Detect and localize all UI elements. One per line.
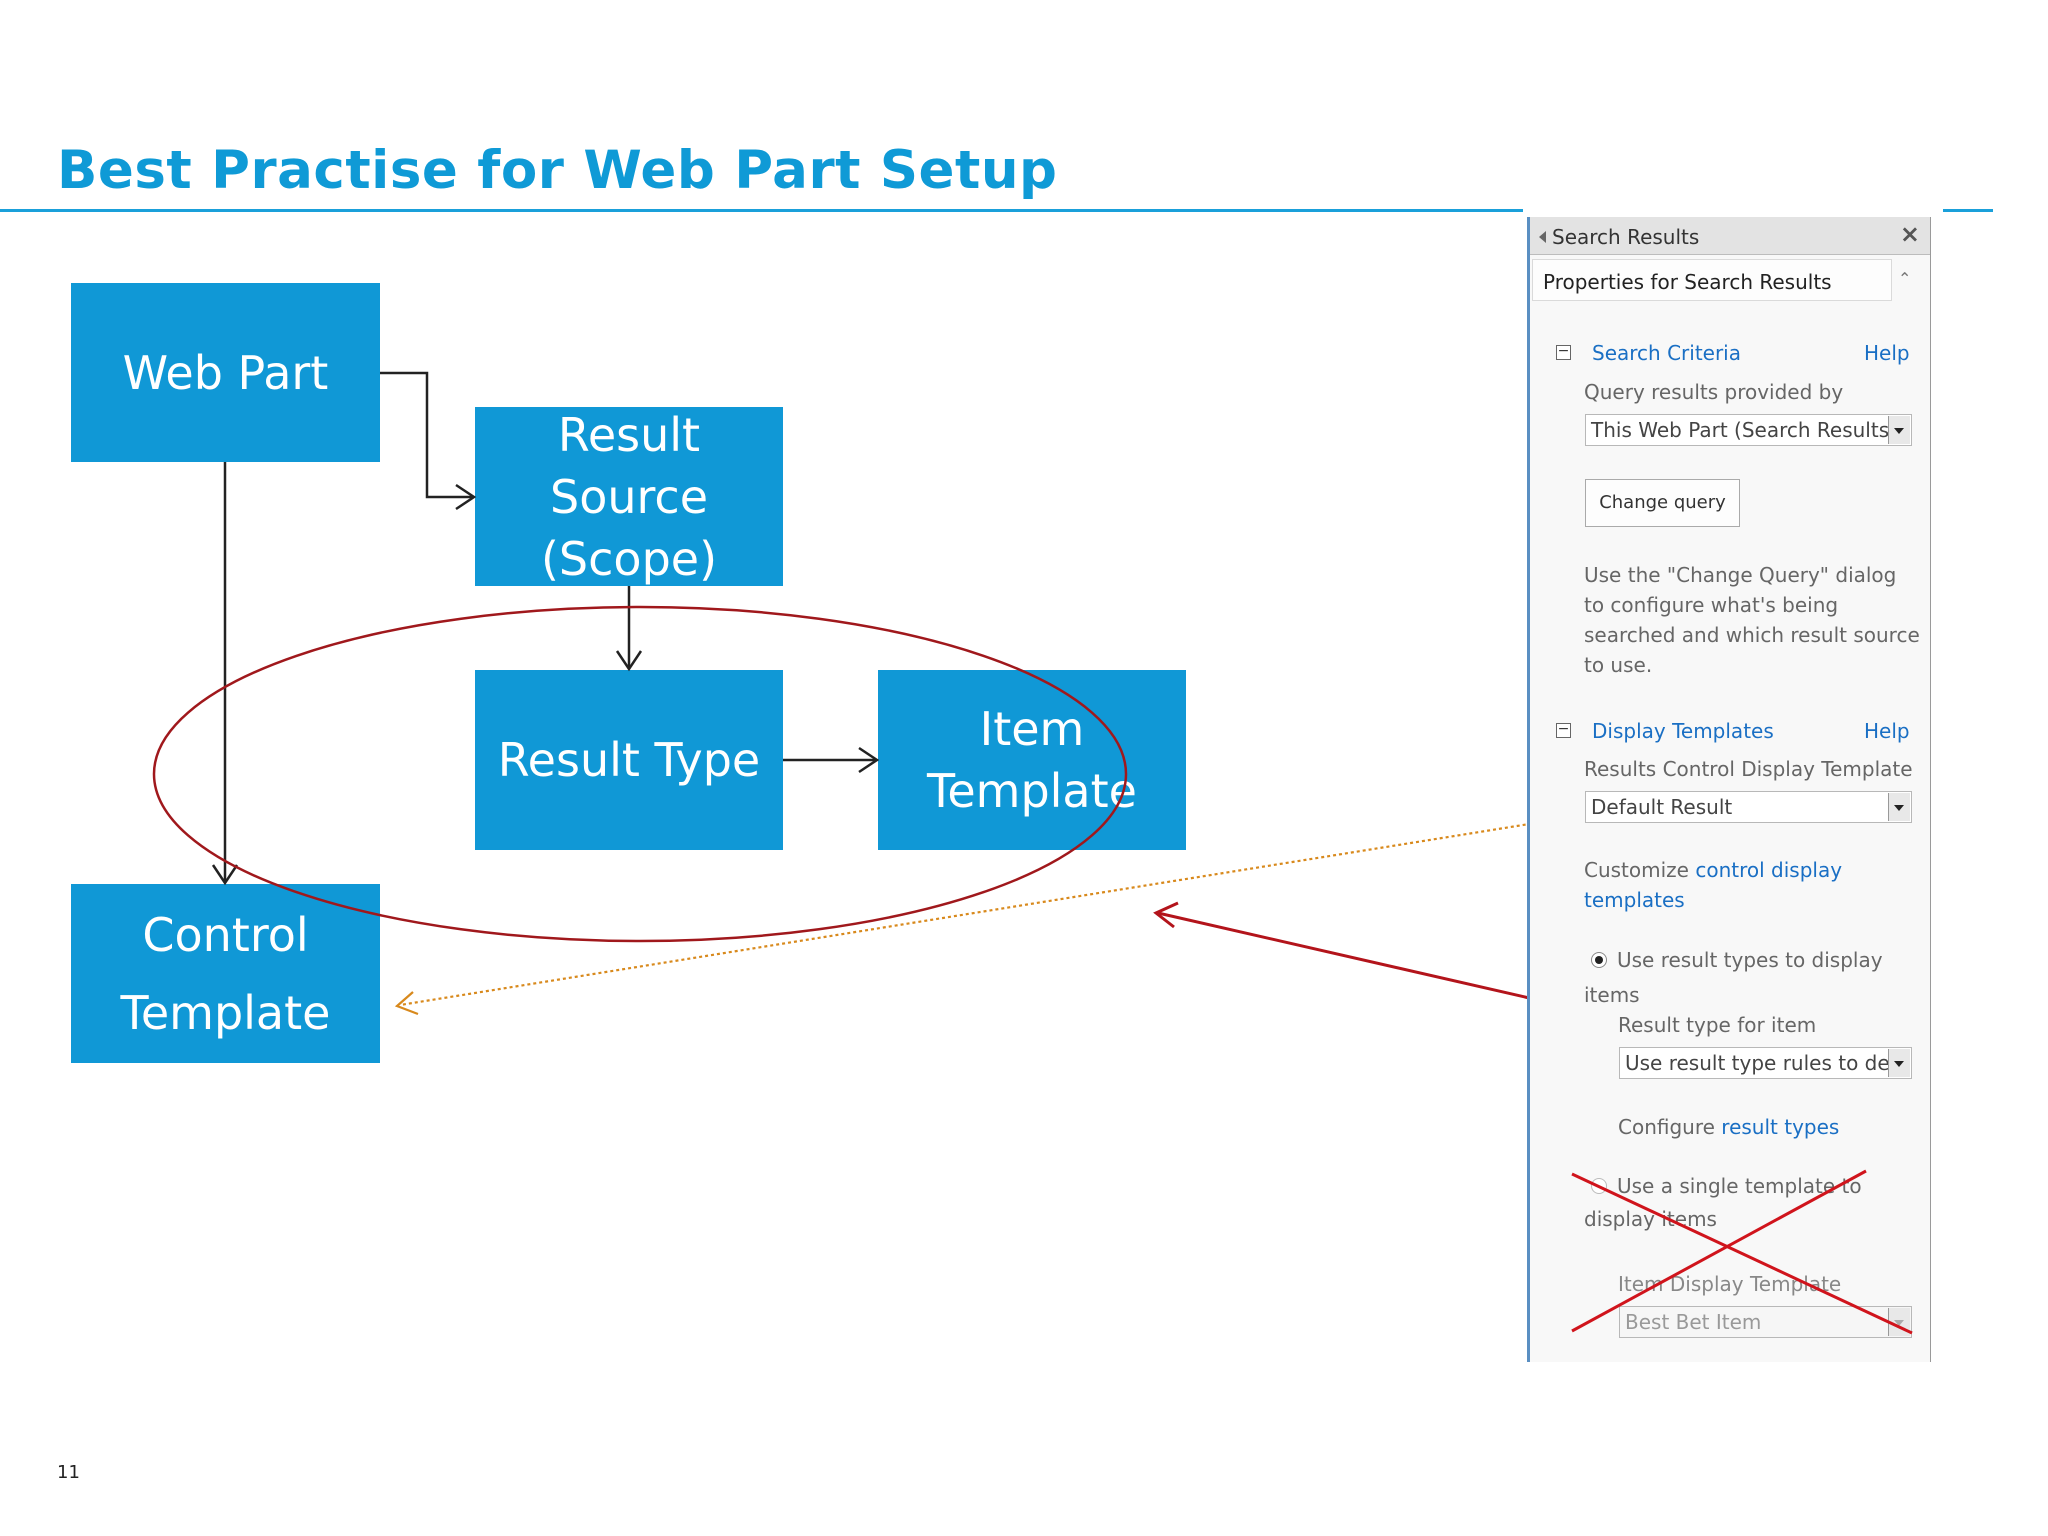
section-collapse-icon[interactable]: −	[1556, 721, 1571, 738]
highlight-ellipse	[152, 605, 1128, 943]
change-query-description-2: to configure what's being	[1584, 593, 1839, 617]
dropdown-arrow-icon[interactable]	[1888, 416, 1910, 444]
panel-header: Search Results ×	[1530, 217, 1930, 255]
result-types-radio[interactable]	[1591, 952, 1607, 968]
cross-line-b	[1571, 1169, 1867, 1333]
arrowhead-controltemplate	[211, 864, 239, 886]
results-control-template-label: Results Control Display Template	[1584, 757, 1913, 781]
red-arrow-line	[1157, 911, 1574, 1010]
control-template-box: Control Template	[71, 884, 380, 1063]
panel-subheader-title: Properties for Search Results	[1543, 270, 1832, 294]
panel-header-title: Search Results	[1552, 225, 1700, 249]
control-display-link[interactable]: control display	[1695, 858, 1843, 882]
section-collapse-icon[interactable]: −	[1556, 343, 1571, 360]
result-type-for-item-label: Result type for item	[1618, 1013, 1817, 1037]
configure-prefix: Configure	[1618, 1115, 1722, 1139]
dotted-arrowhead	[394, 991, 419, 1016]
configure-result-types-line: Configure result types	[1618, 1112, 1839, 1142]
arrowhead-resulttype	[615, 650, 643, 672]
red-arrowhead	[1153, 901, 1179, 929]
dropdown-arrow-icon[interactable]	[1888, 793, 1910, 821]
display-templates-header[interactable]: Display Templates	[1592, 719, 1774, 743]
title-rule-right	[1943, 209, 1993, 212]
title-rule-left	[0, 209, 1523, 212]
double-chevron-up-icon[interactable]: ⌃	[1898, 269, 1912, 288]
panel-subheader: Properties for Search Results	[1532, 259, 1892, 301]
item-template-box: Item Template	[878, 670, 1186, 850]
arrowhead-resultsource	[455, 483, 477, 511]
query-source-select[interactable]: This Web Part (Search Results	[1585, 414, 1912, 446]
customize-prefix: Customize	[1584, 858, 1696, 882]
cross-line-a	[1571, 1172, 1913, 1335]
web-part-box: Web Part	[71, 283, 380, 462]
templates-link[interactable]: templates	[1584, 888, 1685, 912]
connector-webpart-to-resultsource	[380, 371, 472, 499]
collapse-left-icon[interactable]	[1539, 231, 1546, 243]
result-type-value: Use result type rules to de	[1625, 1051, 1890, 1075]
close-icon[interactable]: ×	[1899, 220, 1920, 248]
change-query-button[interactable]: Change query	[1585, 479, 1740, 527]
result-types-radio-label-2: items	[1584, 983, 1640, 1007]
query-results-label: Query results provided by	[1584, 380, 1844, 404]
result-source-box: Result Source (Scope)	[475, 407, 783, 586]
change-query-description-4: to use.	[1584, 653, 1653, 677]
search-criteria-header[interactable]: Search Criteria	[1592, 341, 1741, 365]
change-query-description-1: Use the "Change Query" dialog	[1584, 563, 1897, 587]
search-criteria-help-link[interactable]: Help	[1864, 341, 1910, 365]
item-display-template-value: Best Bet Item	[1625, 1310, 1762, 1334]
display-templates-help-link[interactable]: Help	[1864, 719, 1910, 743]
arrowhead-itemtemplate	[858, 746, 880, 774]
change-query-description-3: searched and which result source	[1584, 623, 1920, 647]
result-type-box: Result Type	[475, 670, 783, 850]
query-source-value: This Web Part (Search Results	[1591, 418, 1890, 442]
customize-control-line: Customize control display	[1584, 855, 1842, 885]
slide-title: Best Practise for Web Part Setup	[57, 140, 1058, 201]
page-number: 11	[57, 1462, 80, 1483]
result-types-radio-label-1: Use result types to display	[1617, 948, 1883, 972]
properties-panel: Search Results × Properties for Search R…	[1527, 217, 1931, 1362]
result-types-link[interactable]: result types	[1721, 1115, 1840, 1139]
result-type-select[interactable]: Use result type rules to de	[1619, 1047, 1912, 1079]
dropdown-arrow-icon[interactable]	[1888, 1049, 1910, 1077]
results-control-template-value: Default Result	[1591, 795, 1733, 819]
results-control-template-select[interactable]: Default Result	[1585, 791, 1912, 823]
